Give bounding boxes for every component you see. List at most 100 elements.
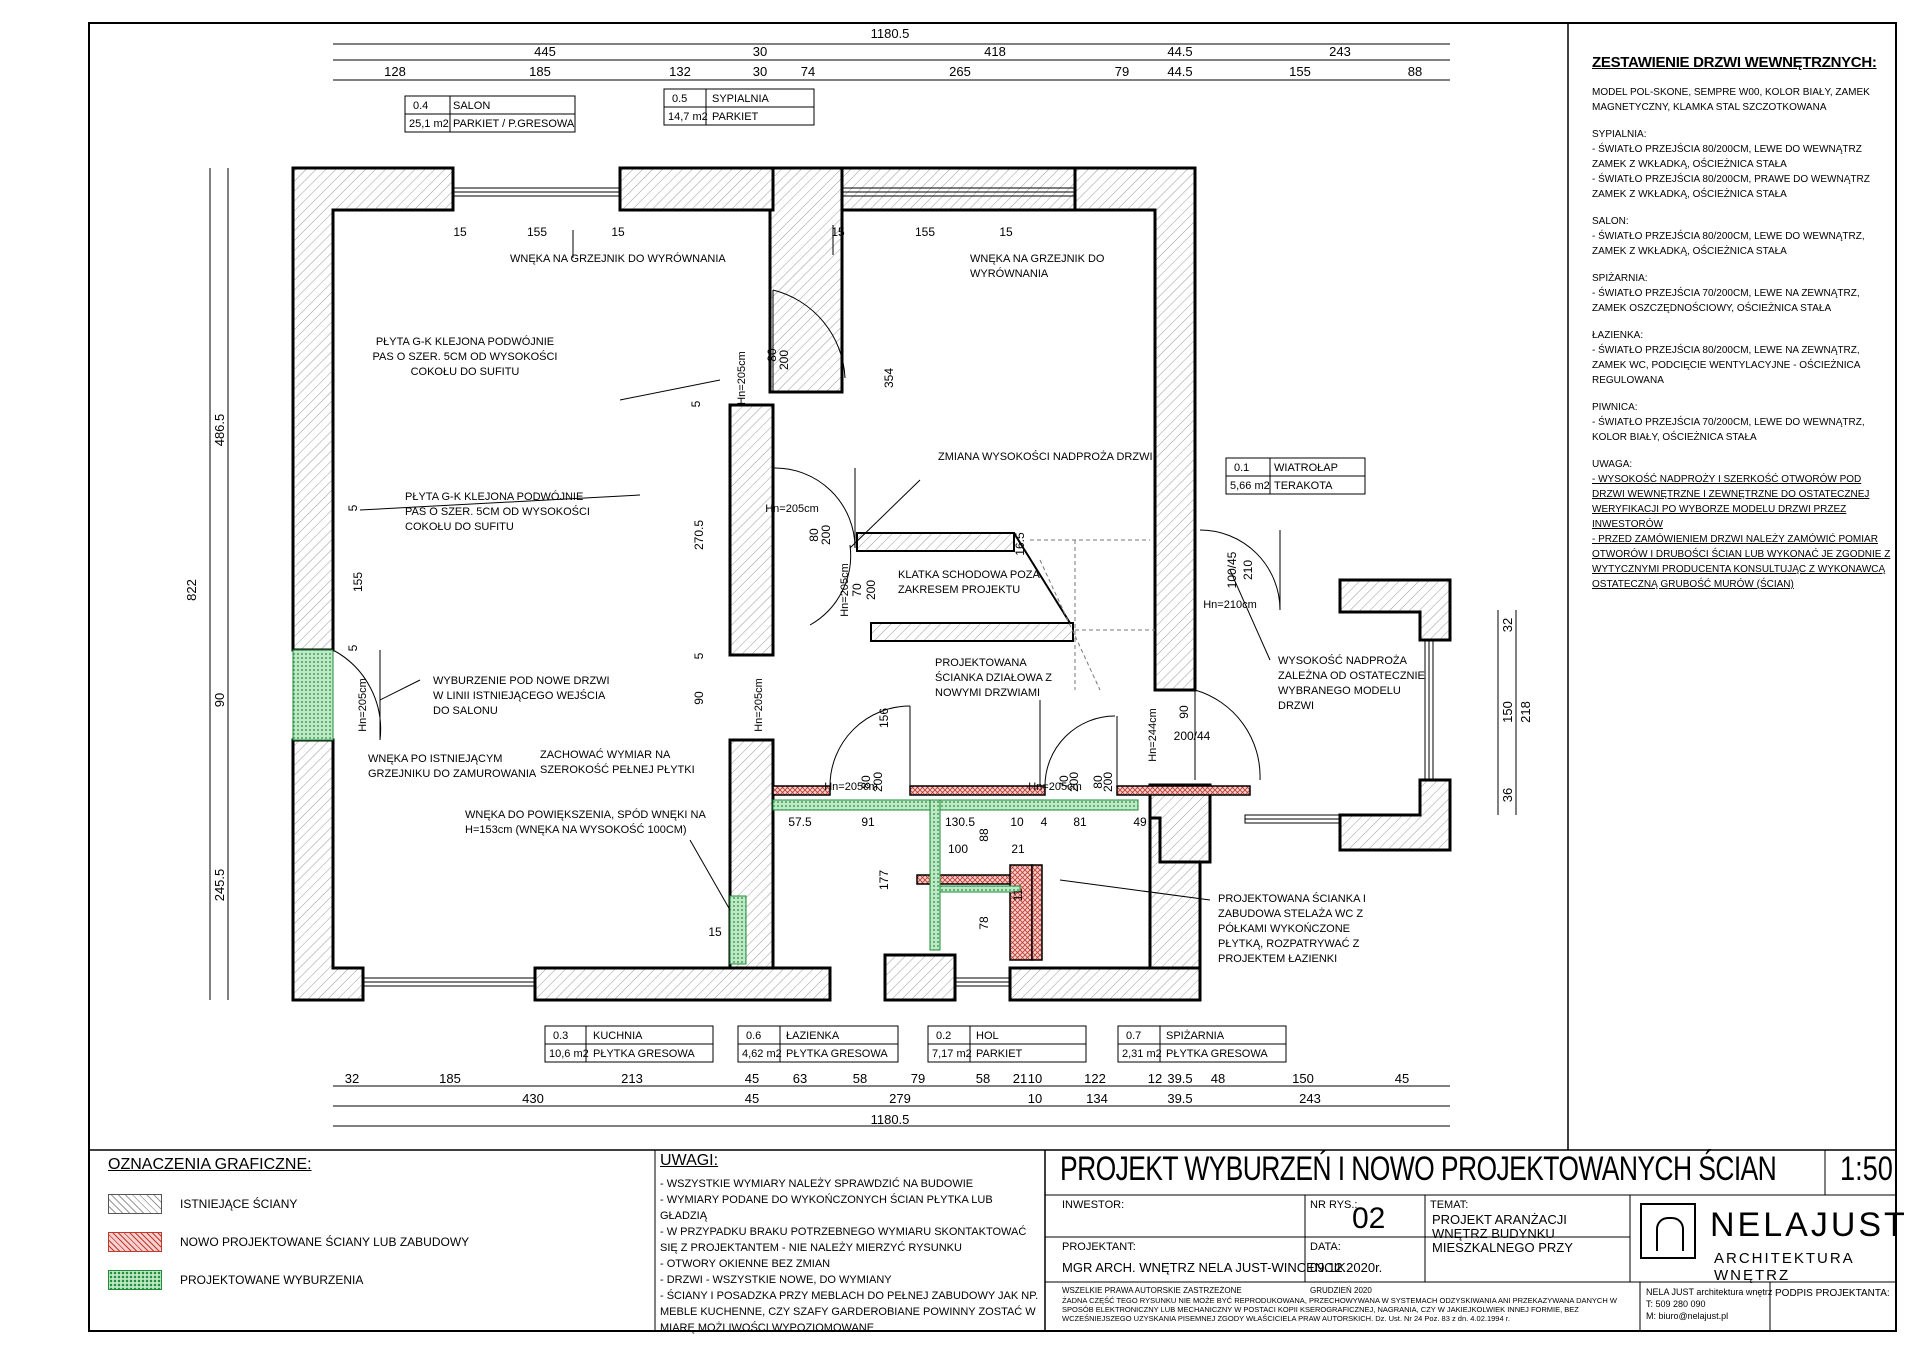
annotation: WYBURZENIE POD NOWE DRZWI: [433, 675, 610, 687]
annotation: PAS O SZER. 5CM OD WYSOKOŚCI: [405, 505, 590, 518]
demolition-swatch: [108, 1270, 162, 1290]
door-swings: [332, 289, 1281, 787]
door-height: Hn=205cm: [357, 678, 369, 732]
dim-interior: 90: [692, 691, 706, 705]
door-height: Hn=205cm: [765, 503, 819, 515]
room-floor: PARKIET: [976, 1048, 1023, 1060]
notes: UWAGI: - WSZYSTKIE WYMIARY NALEŻY SPRAWD…: [660, 1152, 1040, 1336]
dim-top-total: 1180.5: [871, 26, 910, 41]
annotation: W LINII ISTNIEJĄCEGO WEJŚCIA: [433, 689, 606, 702]
copyright-title: WSZELKIE PRAWA AUTORSKIE ZASTRZEŻONE: [1062, 1286, 1242, 1295]
dim-bottom-row1: 122: [1084, 1071, 1106, 1086]
legend-title: OZNACZENIA GRAFICZNE:: [108, 1156, 312, 1173]
annotation: WYRÓWNANIA: [970, 267, 1049, 280]
dim-interior: 90: [1177, 705, 1191, 719]
dim-bottom-row1: 45: [745, 1071, 759, 1086]
annotation: COKOŁU DO SUFITU: [405, 521, 514, 533]
door-paragraph: ŁAZIENKA:- ŚWIATŁO PRZEJŚCIA 80/200CM, L…: [1592, 330, 1860, 386]
investor-label: INWESTOR:: [1062, 1199, 1125, 1211]
annotation: WNĘKA DO POWIĘKSZENIA, SPÓD WNĘKI NA: [465, 808, 706, 821]
dim-interior: 200: [864, 580, 878, 600]
dim-left-part: 486.5: [212, 414, 227, 447]
dim-interior: 16.5: [1013, 532, 1027, 556]
dim-top-row1: 30: [753, 44, 767, 59]
note-item: - WSZYSTKIE WYMIARY NALEŻY SPRAWDZIĆ NA …: [660, 1178, 974, 1190]
dim-interior: 200: [777, 350, 791, 370]
dim-interior: 270.5: [692, 520, 706, 550]
annotation: ZACHOWAĆ WYMIAR NA: [540, 748, 671, 761]
data-label: DATA:: [1310, 1241, 1341, 1253]
legend: OZNACZENIA GRAFICZNE: ISTNIEJĄCE ŚCIANY …: [108, 1156, 528, 1306]
dim-interior: 5: [689, 400, 703, 407]
dim-top-row2: 128: [384, 64, 406, 79]
annotation: WYBRANEGO MODELU: [1278, 685, 1401, 697]
annotation: PAS O SZER. 5CM OD WYSOKOŚCI: [373, 350, 558, 363]
dim-bottom-row2: 279: [889, 1091, 911, 1106]
dim-bottom-row1: 213: [621, 1071, 643, 1086]
door-height: Hn=205cm: [1028, 781, 1082, 793]
dim-interior: 15: [708, 925, 722, 939]
dim-interior: 80: [765, 348, 779, 362]
dim-interior: 80: [1091, 775, 1105, 789]
annotation: WNĘKA NA GRZEJNIK DO WYRÓWNANIA: [510, 252, 726, 265]
door-uwaga: UWAGA: - WYSOKOŚĆ NADPROŻY I SZERKOŚĆ OT…: [1592, 457, 1892, 592]
dim-top-row2: 185: [529, 64, 551, 79]
door-schedule: ZESTAWIENIE DRZWI WEWNĘTRZNYCH: MODEL PO…: [1592, 54, 1892, 604]
dim-interior: 200: [1101, 772, 1115, 792]
room-floor: PŁYTKA GRESOWA: [786, 1048, 888, 1060]
dim-bottom-row2: 430: [522, 1091, 544, 1106]
dim-interior: 88: [977, 828, 991, 842]
dim-interior: 81: [1073, 815, 1087, 829]
dim-interior: 4: [1041, 815, 1048, 829]
dim-interior: 200: [1067, 772, 1081, 792]
dim-bottom-row1: 12: [1148, 1071, 1162, 1086]
door-schedule-paragraphs: MODEL POL-SKONE, SEMPRE W00, KOLOR BIAŁY…: [1592, 85, 1892, 445]
room-name: WIATROŁAP: [1274, 462, 1338, 474]
dim-interior: 10: [1010, 815, 1024, 829]
dim-bottom-row2: 39.5: [1167, 1091, 1192, 1106]
annotation: GRZEJNIKU DO ZAMUROWANIA: [368, 768, 537, 780]
dim-right-part: 32: [1500, 618, 1515, 632]
room-floor: PARKIET: [712, 111, 759, 123]
dim-top-row1: 418: [984, 44, 1006, 59]
room-name: SYPIALNIA: [712, 93, 770, 105]
annotation: NOWYMI DRZWIAMI: [935, 687, 1040, 699]
dim-left-part: 90: [212, 693, 227, 707]
dim-interior: 91: [861, 815, 875, 829]
dim-left-total: 822: [184, 579, 199, 601]
door-height: Hn=244cm: [1147, 708, 1159, 762]
dim-interior: 15: [831, 225, 845, 239]
annotation: PŁYTKĄ, ROZPATRYWAĆ Z: [1218, 937, 1360, 950]
door-height: Hn=205cm: [753, 678, 765, 732]
dim-interior: 156: [877, 708, 891, 728]
annotation: DRZWI: [1278, 700, 1314, 712]
annotation: PROJEKTOWANA: [935, 657, 1027, 669]
dim-bottom-row1: 79: [911, 1071, 925, 1086]
room-area: 7,17 m2: [932, 1048, 972, 1060]
annotation: PŁYTA G-K KLEJONA PODWÓJNIE: [376, 335, 554, 348]
dim-interior: 80: [807, 528, 821, 542]
dim-bottom-row1: 48: [1211, 1071, 1225, 1086]
dim-interior: 200/44: [1174, 729, 1211, 743]
annotation: ZALEŻNA OD OSTATECZNIE: [1278, 669, 1425, 682]
copyright-text: ŻADNA CZĘŚĆ TEGO RYSUNKU NIE MOŻE BYĆ RE…: [1062, 1296, 1617, 1323]
annotation: WNĘKA NA GRZEJNIK DO: [970, 253, 1105, 265]
annotation: PROJEKTOWANA ŚCIANKA I: [1218, 892, 1366, 905]
dim-interior: 5: [346, 504, 360, 511]
legend-item-new: NOWO PROJEKTOWANE ŚCIANY LUB ZABUDOWY: [108, 1230, 528, 1254]
dim-interior: 130.5: [945, 815, 975, 829]
door-uwaga-text: - WYSOKOŚĆ NADPROŻY I SZERKOŚĆ OTWORÓW P…: [1592, 474, 1891, 590]
door-height: Hn=205cm: [736, 351, 748, 405]
room-area: 4,62 m2: [742, 1048, 782, 1060]
drawing-number: 02: [1352, 1202, 1386, 1235]
notes-title: UWAGI:: [660, 1152, 719, 1169]
annotation: DO SALONU: [433, 705, 498, 717]
dim-bottom-row1: 58: [976, 1071, 990, 1086]
copyright-date: GRUDZIEŃ 2020: [1310, 1286, 1372, 1295]
room-floor: PŁYTKA GRESOWA: [593, 1048, 695, 1060]
note-item: - DRZWI - WSZYSTKIE NOWE, DO WYMIANY: [660, 1274, 892, 1286]
room-name: HOL: [976, 1030, 999, 1042]
room-name: KUCHNIA: [593, 1030, 643, 1042]
dim-bottom-row1: 185: [439, 1071, 461, 1086]
